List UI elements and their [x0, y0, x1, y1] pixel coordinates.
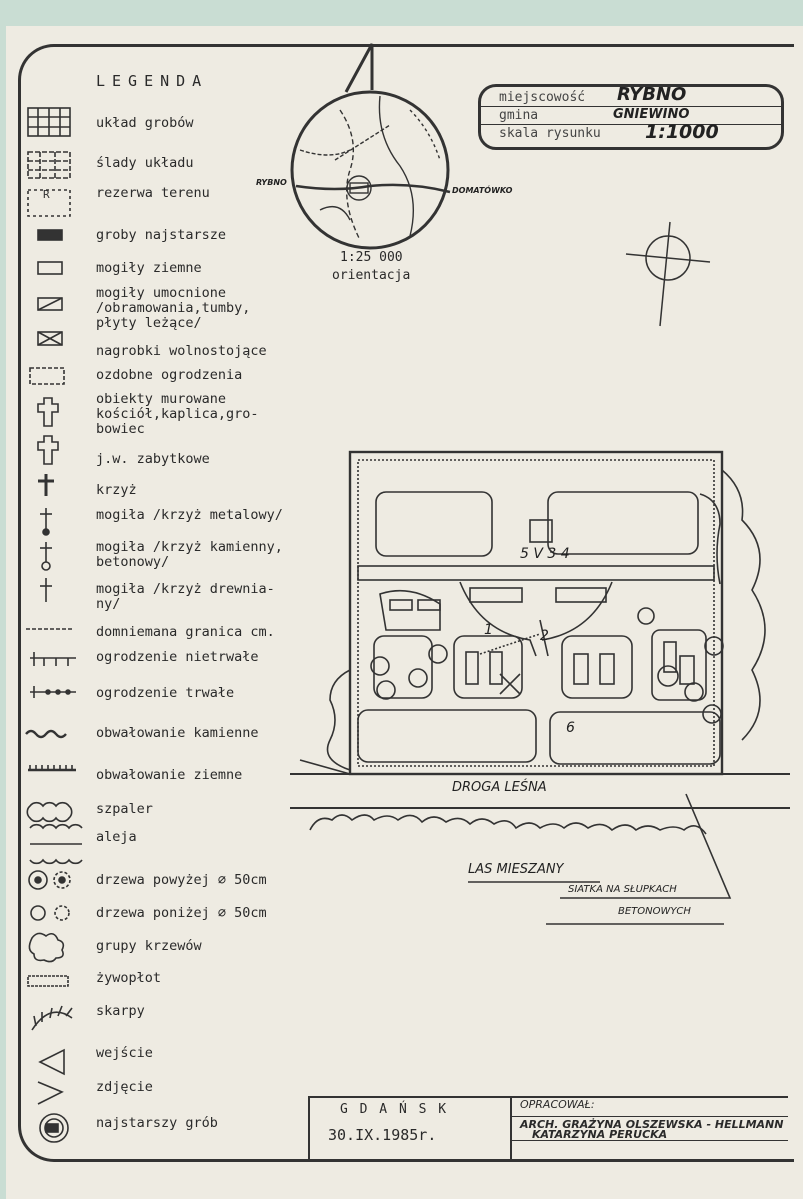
legend-label-broken-grid: ślady układu	[96, 155, 194, 171]
prepared-label: OPRACOWAŁ:	[520, 1098, 595, 1111]
photo-icon	[37, 1081, 64, 1105]
legend-label-row: szpaler	[96, 801, 153, 817]
plan-numbers-345: 5 V 3 4	[520, 546, 570, 562]
fence-note-2: BETONOWYCH	[618, 906, 691, 917]
legend-label-big-tree: drzewa powyżej ⌀ 50cm	[96, 872, 267, 888]
filled-rect-icon	[37, 229, 63, 241]
city-label: G D A Ń S K	[340, 1102, 449, 1117]
author-1: ARCH. GRAŻYNA OLSZEWSKA - HELLMANN	[520, 1118, 784, 1131]
stone-cross-icon	[40, 542, 52, 571]
legend-label-stone-embank: obwałowanie kamienne	[96, 725, 259, 741]
scale-label: skala rysunku	[499, 126, 601, 141]
legend-label-alley: aleja	[96, 829, 137, 845]
temp-fence-icon	[30, 652, 76, 666]
rect-icon	[37, 261, 63, 275]
metal-cross-icon	[40, 508, 52, 536]
fence-note-1: SIATKA NA SŁUPKACH	[568, 884, 677, 895]
small-tree-icon	[30, 905, 70, 921]
legend-label-entrance: wejście	[96, 1045, 153, 1061]
legend-label-earth-embank: obwałowanie ziemne	[96, 767, 243, 783]
legend-title: LEGENDA	[96, 72, 209, 90]
commune-label: gmina	[499, 108, 539, 123]
broken-grid-icon	[27, 151, 71, 179]
alley-icon	[29, 823, 83, 865]
legend-label-slope: skarpy	[96, 1003, 145, 1019]
title-box: miejscowość RYBNO gmina GNIEWINO skala r…	[478, 84, 784, 150]
legend-label-photo: zdjęcie	[96, 1079, 153, 1095]
big-tree-icon	[28, 870, 71, 890]
rect-slash-icon	[37, 297, 63, 311]
legend-label-historic: j.w. zabytkowe	[96, 451, 210, 467]
legend-label-temp-fence: ogrodzenie nietrwałe	[96, 649, 259, 665]
place-label: miejscowość	[499, 90, 586, 105]
orient-right-place: DOMATÓWKO	[452, 186, 513, 195]
commune-value: GNIEWINO	[613, 107, 690, 122]
legend-label-small-tree: drzewa poniżej ⌀ 50cm	[96, 905, 267, 921]
legend-label-fences: ozdobne ogrodzenia	[96, 367, 243, 383]
legend-label-freestanding: nagrobki wolnostojące	[96, 343, 267, 359]
compass-icon	[625, 221, 711, 327]
wooden-cross-icon	[40, 578, 52, 602]
drawing-frame	[18, 44, 794, 1162]
legend-label-reinforced: mogiły umocnione /obramowania,tumby, pły…	[96, 285, 251, 331]
scale-value: 1:1000	[645, 121, 719, 143]
legend-label-perm-fence: ogrodzenie trwałe	[96, 685, 235, 701]
place-value: RYBNO	[617, 84, 687, 105]
legend-label-cross: krzyż	[96, 482, 137, 498]
hedge-icon	[27, 975, 69, 987]
paper-sheet	[6, 26, 803, 1199]
stone-embank-icon	[25, 729, 67, 739]
plan-number-1: 1	[484, 622, 493, 638]
legend-label-buildings: obiekty murowane kościół,kaplica,gro- bo…	[96, 391, 259, 437]
cross-icon	[38, 474, 54, 496]
grid-icon	[27, 107, 71, 137]
orient-label: orientacja	[332, 268, 411, 283]
rect-cross-icon	[37, 331, 63, 346]
orient-left-place: RYBNO	[256, 178, 287, 187]
reserve-icon	[27, 189, 71, 217]
date-label: 30.IX.1985r.	[328, 1126, 437, 1144]
legend-label-oldest-grave: najstarszy grób	[96, 1115, 218, 1131]
plan-number-2: 2	[540, 628, 549, 644]
legend-label-stone: mogiła /krzyż kamienny, betonowy/	[96, 539, 283, 570]
author-2: KATARZYNA PERUCKA	[532, 1128, 668, 1141]
place-date-box: G D A Ń S K 30.IX.1985r.	[308, 1096, 510, 1160]
legend-label-reserve: rezerwa terenu	[96, 185, 210, 201]
entrance-icon	[38, 1048, 65, 1076]
reserve-mark: R	[43, 188, 50, 201]
perm-fence-icon	[30, 686, 76, 698]
legend-label-metal: mogiła /krzyż metalowy/	[96, 507, 283, 523]
earth-embank-icon	[28, 765, 76, 772]
church-icon	[37, 397, 59, 427]
legend-label-grid: układ grobów	[96, 115, 194, 131]
church-historic-icon	[37, 435, 59, 465]
dashed-rect-icon	[29, 367, 65, 385]
legend-label-shrubs: grupy krzewów	[96, 938, 202, 954]
legend-label-hedge: żywopłot	[96, 970, 162, 986]
slope-icon	[31, 1005, 73, 1031]
forest-label: LAS MIESZANY	[468, 862, 564, 877]
credits-box: OPRACOWAŁ: ARCH. GRAŻYNA OLSZEWSKA - HEL…	[510, 1096, 788, 1162]
plan-number-6: 6	[566, 720, 575, 736]
orient-scale: 1:25 000	[340, 250, 403, 265]
legend-label-earth-graves: mogiły ziemne	[96, 260, 202, 276]
road-label: DROGA LEŚNA	[452, 780, 547, 795]
legend-label-boundary: domniemana granica cm.	[96, 624, 275, 640]
hedge-row-icon	[26, 801, 73, 823]
shrubs-icon	[28, 932, 65, 963]
legend-label-wooden: mogiła /krzyż drewnia- ny/	[96, 581, 275, 612]
legend-label-oldest: groby najstarsze	[96, 227, 227, 243]
oldest-grave-icon	[39, 1113, 69, 1143]
